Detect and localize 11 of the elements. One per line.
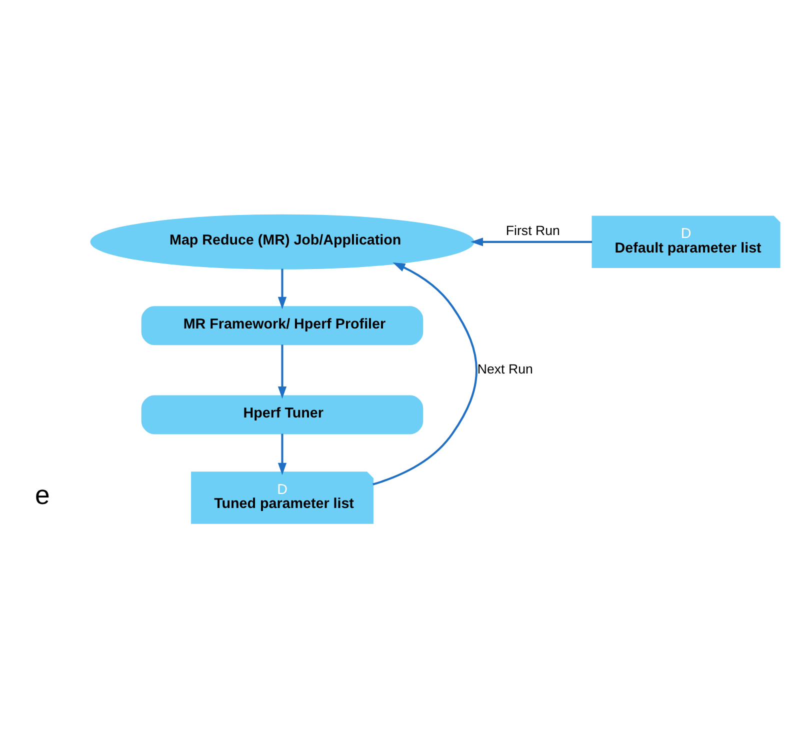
- arrow: [278, 268, 287, 310]
- edge-label: Next Run: [477, 362, 533, 377]
- arrow: [278, 434, 287, 476]
- arrow: [470, 238, 592, 246]
- label: e: [35, 480, 50, 510]
- edge-label: First Run: [506, 223, 560, 238]
- node-box: MR Framework/ Hperf Profiler: [141, 306, 424, 346]
- node-box: Hperf Tuner: [141, 395, 424, 434]
- arrow: [278, 344, 287, 399]
- arrow: [372, 262, 478, 486]
- node-ellipse: Map Reduce (MR) Job/Application: [90, 214, 474, 270]
